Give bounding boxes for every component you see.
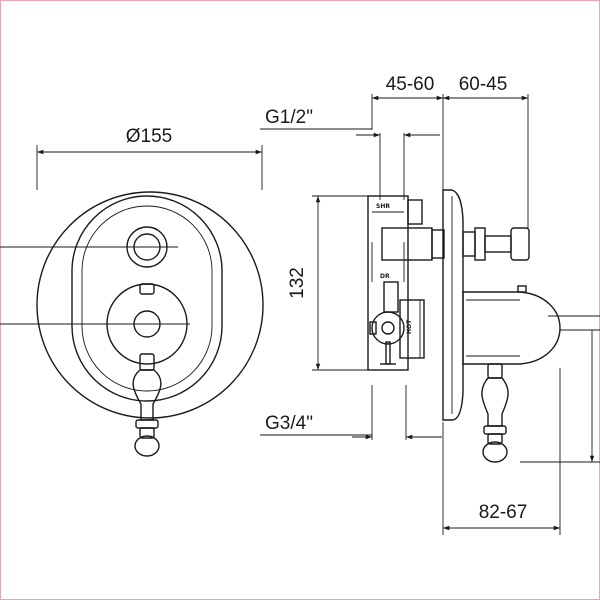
mixer-cap-side <box>462 285 600 365</box>
diameter-dimension: Ø155 <box>36 126 263 190</box>
port-label-diverter: DR <box>380 273 390 280</box>
front-view: Ø155 <box>0 126 264 457</box>
inlet-bottom-label: G3/4" <box>265 413 313 434</box>
side-view: 45-60 60-45 G1/2" 132 G3/4" <box>260 74 600 535</box>
inlet-top-dimension: G1/2" <box>260 107 440 200</box>
escutcheon-plate <box>36 191 264 419</box>
port-label-shower: SHR <box>376 203 390 210</box>
wall-plate-side <box>442 189 464 421</box>
height-132-dimension: 132 <box>287 195 368 371</box>
depth-45-60-label: 45-60 <box>386 74 435 95</box>
depth-82-67-label: 82-67 <box>479 502 528 523</box>
oval-rim-inner <box>81 205 213 392</box>
diameter-label: Ø155 <box>126 126 172 147</box>
height-132-label: 132 <box>287 267 308 299</box>
port-label-hot: HOT <box>406 319 413 334</box>
depth-60-45-label: 60-45 <box>459 74 508 95</box>
diverter-spindle <box>462 227 530 261</box>
top-depth-dimension: 45-60 60-45 <box>371 74 529 228</box>
inlet-bottom-dimension: G3/4" <box>260 385 442 440</box>
oval-rim-outer <box>71 195 223 402</box>
lever-handle-side <box>481 363 509 463</box>
mixer-handle <box>106 283 188 457</box>
valve-body: SHR DR HOT <box>367 195 445 371</box>
bottom-depth-dimension: 82-67 <box>442 368 561 535</box>
inlet-top-label: G1/2" <box>265 107 313 128</box>
